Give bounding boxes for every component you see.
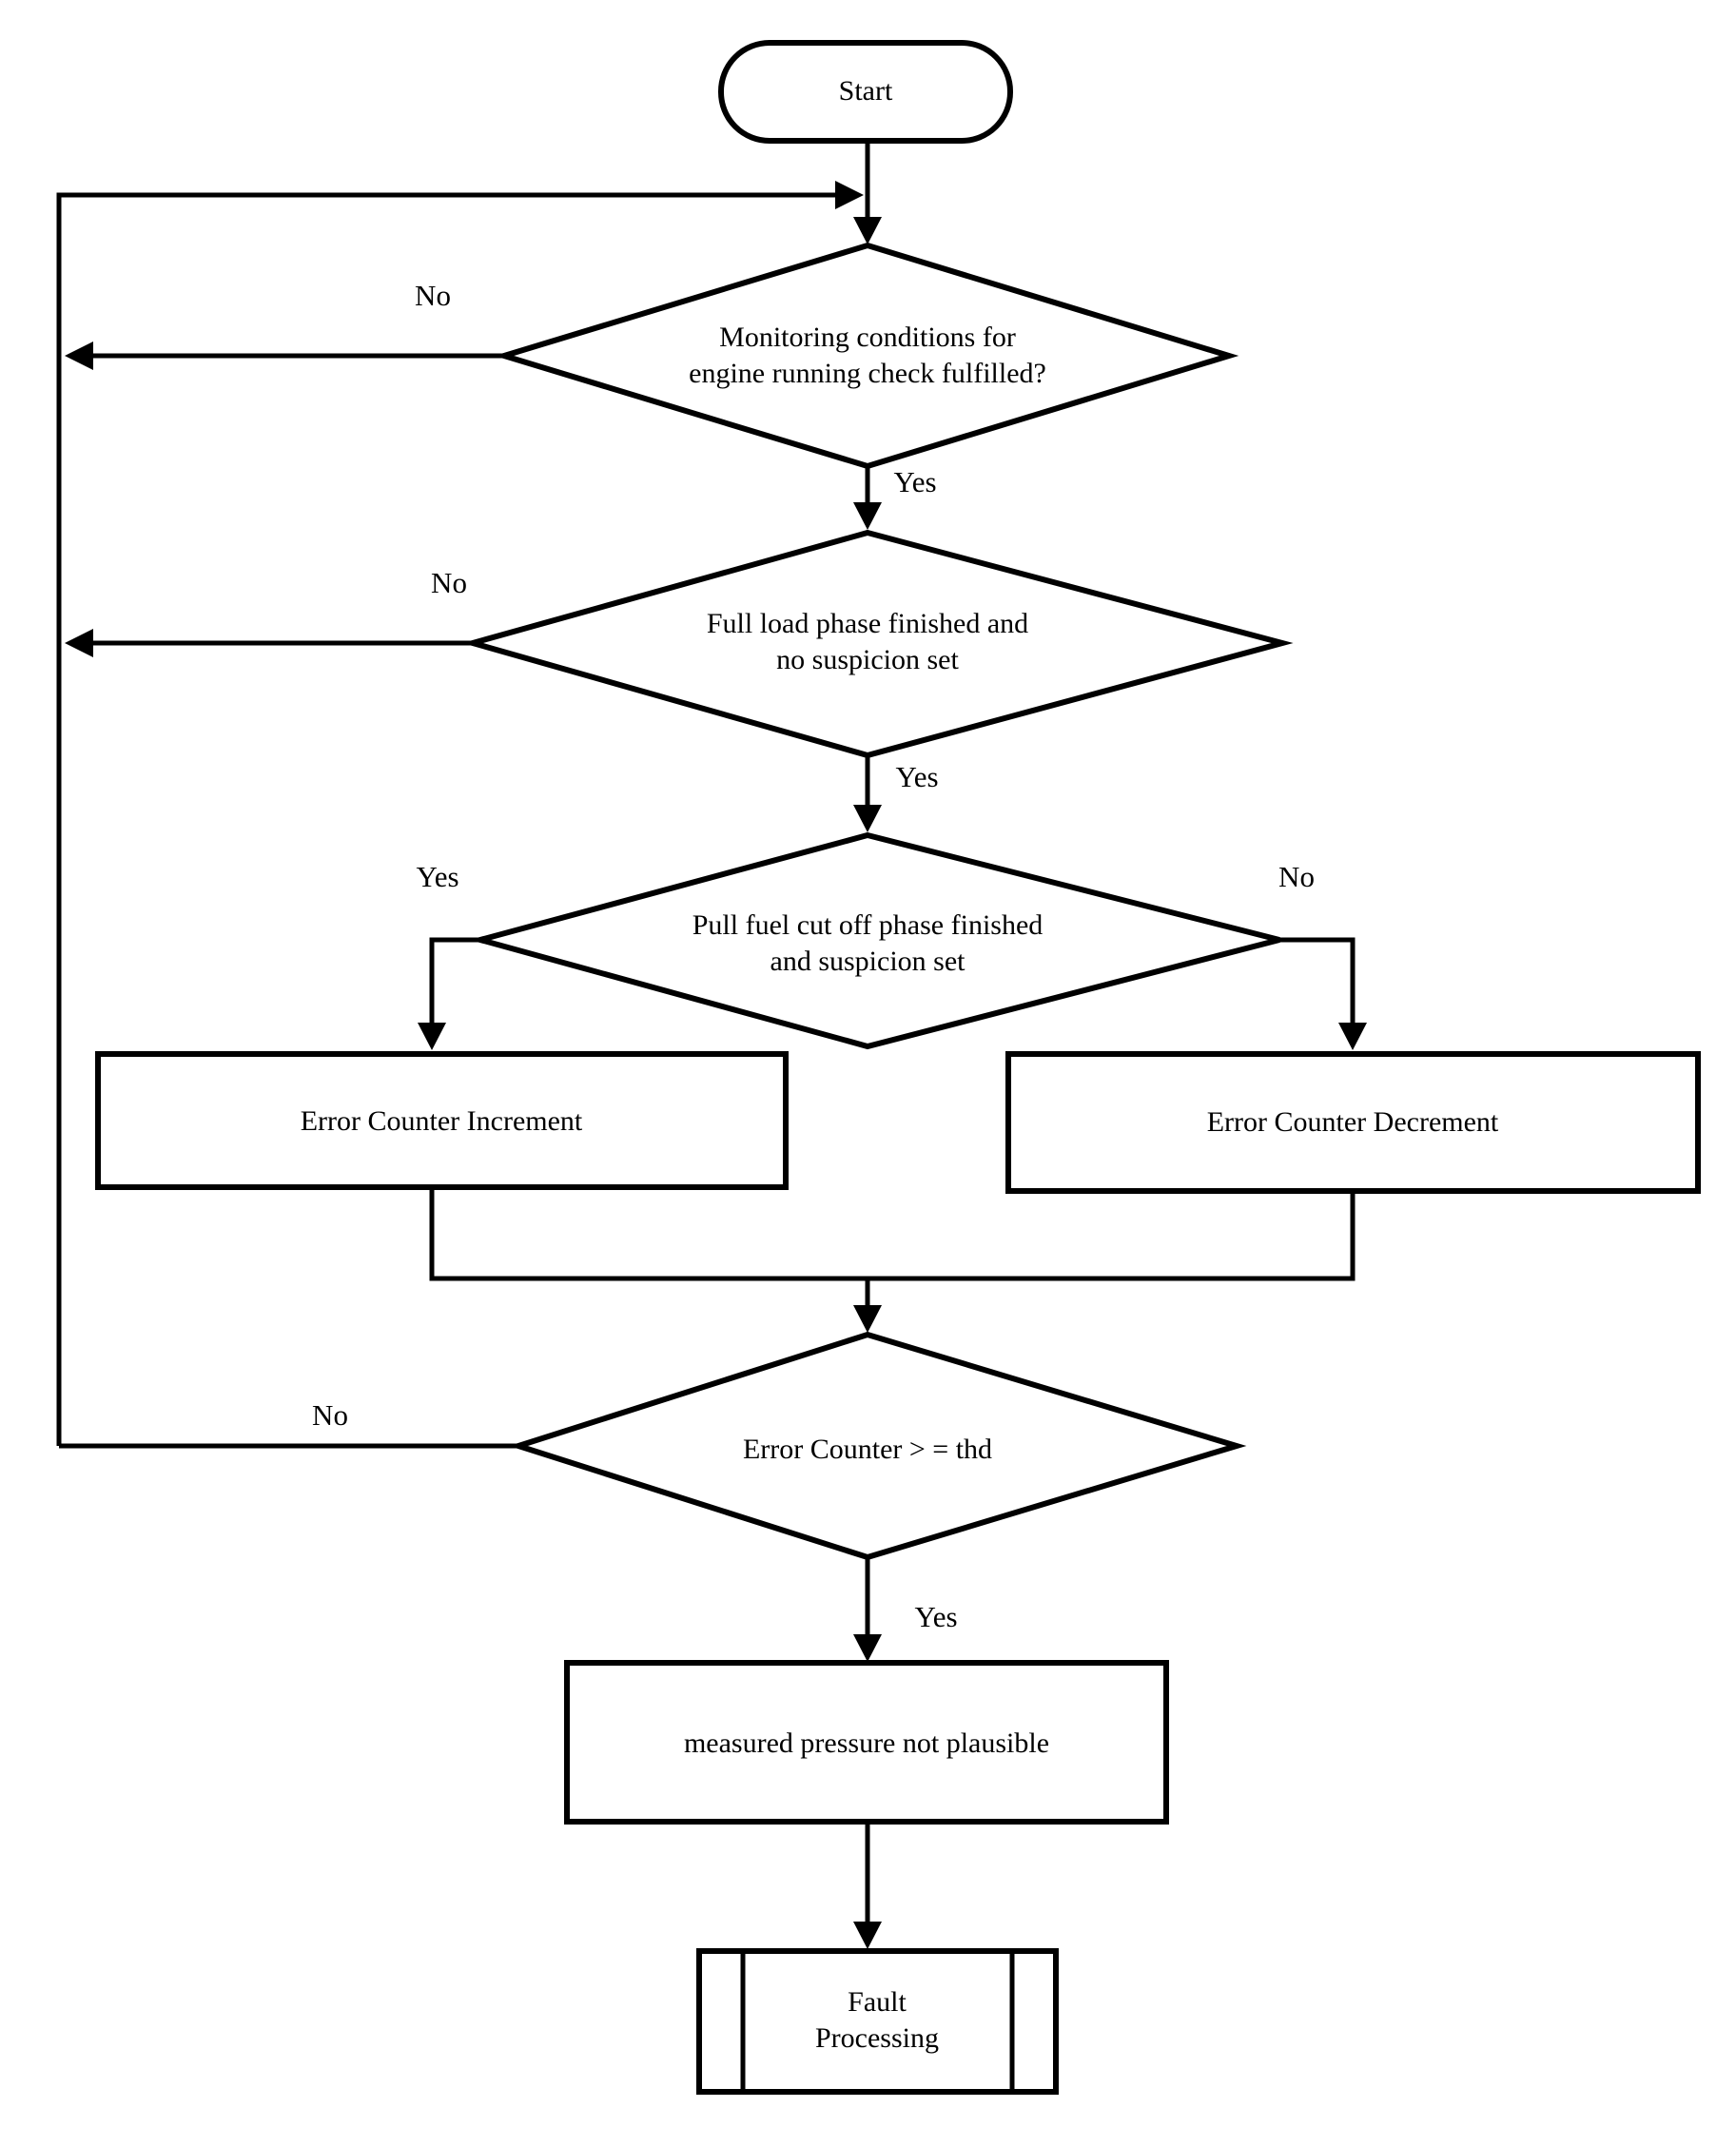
start-label: Start: [838, 75, 893, 107]
fault-process-shape: [696, 1948, 1059, 2095]
increment-process-label: Error Counter Increment: [300, 1105, 583, 1137]
decision3-in-arrowhead-icon: [853, 805, 882, 832]
decision3-yes-label: Yes: [416, 860, 459, 893]
decision4-in-arrowhead-icon: [853, 1305, 882, 1333]
decision4-yes-label: Yes: [914, 1600, 958, 1633]
decision1-label: Monitoring conditions for engine running…: [689, 322, 1046, 389]
decrement-in-arrowhead-icon: [1338, 1023, 1367, 1050]
decision1-in-arrowhead-icon: [853, 217, 882, 244]
loopback-arrowhead-right-icon: [835, 181, 864, 209]
fault-process-label: Fault Processing: [815, 1986, 939, 2054]
decision2-no-arrowhead-icon: [65, 629, 93, 657]
decision2-label: Full load phase finished and no suspicio…: [706, 608, 1029, 675]
decision4-label: Error Counter > = thd: [742, 1434, 993, 1465]
decision2-yes-label: Yes: [895, 760, 939, 793]
decision1-no-label: No: [415, 279, 451, 312]
increment-process-shape: [95, 1051, 789, 1190]
decision3-no-line: [1279, 937, 1356, 1037]
decrement-process-label: Error Counter Decrement: [1206, 1106, 1499, 1138]
decision1-no-arrowhead-icon: [65, 342, 93, 370]
fault-in-arrowhead-icon: [853, 1922, 882, 1949]
loopback-line: [56, 192, 843, 1446]
decision3-yes-line: [429, 937, 480, 1037]
merge-line: [429, 1187, 1356, 1281]
notplausible-process-label: measured pressure not plausible: [683, 1727, 1050, 1759]
notplausible-in-arrowhead-icon: [853, 1634, 882, 1662]
decision3-diamond-shape: [469, 831, 1280, 1050]
decision4-no-label: No: [312, 1398, 348, 1432]
increment-in-arrowhead-icon: [418, 1023, 446, 1050]
decision2-no-label: No: [431, 566, 467, 599]
decision2-in-arrowhead-icon: [853, 502, 882, 530]
decision1-yes-label: Yes: [893, 465, 937, 498]
decision3-no-label: No: [1278, 860, 1315, 893]
decision3-label: Pull fuel cut off phase finished and sus…: [692, 909, 1044, 977]
